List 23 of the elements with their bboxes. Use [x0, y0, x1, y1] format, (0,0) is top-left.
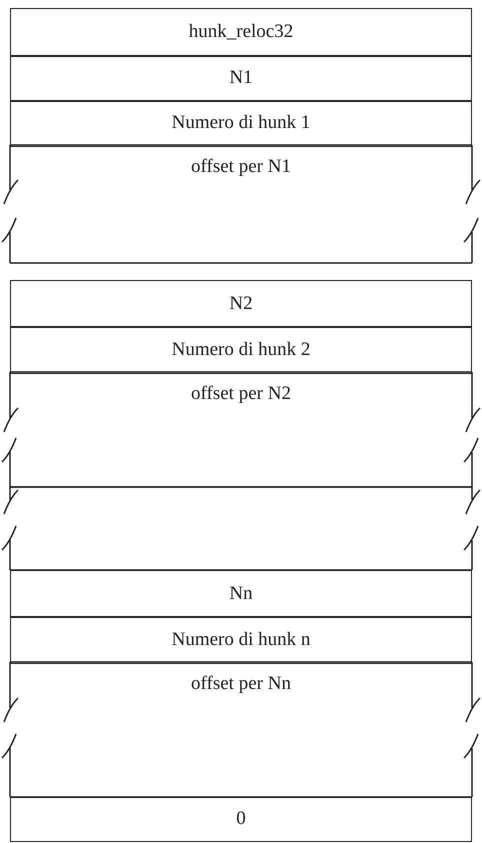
field-label: Numero di hunk 1: [172, 111, 310, 136]
memory-field: [10, 326, 472, 374]
field-label: offset per Nn: [191, 672, 291, 696]
field-label: offset per N1: [191, 155, 291, 179]
memory-field: [10, 616, 472, 664]
field-label: Nn: [229, 582, 253, 606]
memory-field: [2, 372, 480, 487]
memory-field: [10, 100, 472, 146]
memory-field: [10, 570, 472, 618]
memory-field: [10, 55, 472, 102]
field-label: Numero di hunk 2: [172, 338, 310, 362]
memory-block: [2, 487, 480, 570]
memory-field: [10, 797, 472, 842]
field-label: offset per N2: [191, 382, 291, 406]
memory-field: [10, 8, 472, 56]
memory-field: [2, 145, 480, 263]
field-label: 0: [236, 807, 246, 832]
memory-field: [2, 662, 480, 797]
field-label: hunk_reloc32: [188, 20, 294, 44]
field-label: N1: [229, 66, 253, 90]
memory-field: [10, 280, 472, 328]
field-label: N2: [229, 292, 253, 316]
field-label: Numero di hunk n: [172, 628, 310, 652]
